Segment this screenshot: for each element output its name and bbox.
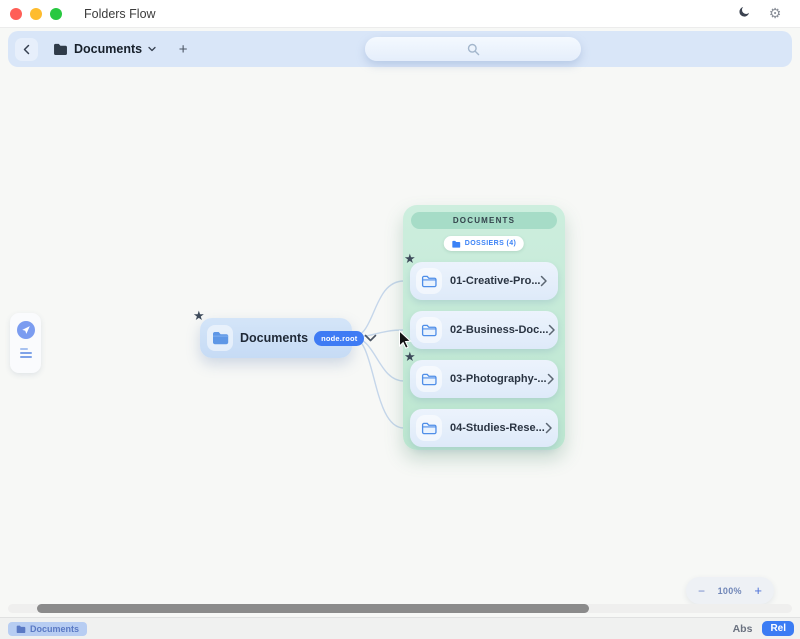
toolbar: Documents + <box>8 31 792 67</box>
folder-icon <box>16 625 26 633</box>
folder-icon <box>212 331 229 345</box>
folder-icon <box>421 373 437 386</box>
tab-label: Documents <box>30 624 80 634</box>
chevron-right-icon <box>545 422 553 434</box>
item-folder-chip <box>416 268 442 294</box>
chevron-right-icon <box>548 324 556 336</box>
item-folder-chip <box>416 415 442 441</box>
folder-icon <box>421 275 437 288</box>
zoom-out-button[interactable]: − <box>698 583 706 598</box>
item-folder-chip <box>416 366 442 392</box>
titlebar: Folders Flow ⚙ <box>0 0 800 28</box>
folder-icon <box>421 324 437 337</box>
folder-item-label: 03-Photography-... <box>450 373 547 385</box>
folder-icon <box>421 422 437 435</box>
breadcrumb-label: Documents <box>74 42 143 56</box>
navigate-button[interactable] <box>16 321 35 339</box>
node-folder-chip <box>207 325 233 351</box>
folder-item[interactable]: ★ 04-Studies-Rese... <box>410 409 558 447</box>
folder-icon <box>452 240 461 248</box>
list-view-button[interactable] <box>19 348 32 358</box>
documents-group-panel: DOCUMENTS DOSSIERS (4) ★ 01-Creative-Pro… <box>403 205 565 450</box>
traffic-lights <box>10 7 62 20</box>
tab-documents[interactable]: Documents <box>8 622 88 636</box>
close-button[interactable] <box>10 7 22 20</box>
folder-item[interactable]: ★ 02-Business-Doc... <box>410 311 558 349</box>
node-label: Documents <box>240 331 309 345</box>
rel-mode-button[interactable]: Rel <box>762 621 794 636</box>
star-icon: ★ <box>404 350 416 365</box>
star-icon: ★ <box>193 309 205 324</box>
window-title: Folders Flow <box>84 6 156 21</box>
abs-mode-button[interactable]: Abs <box>732 622 753 635</box>
horizontal-scrollbar-thumb[interactable] <box>37 604 589 613</box>
zoom-level: 100% <box>717 585 742 596</box>
gear-icon: ⚙ <box>768 6 782 22</box>
zoom-control: − 100% + <box>686 577 774 604</box>
star-icon: ★ <box>404 252 416 267</box>
back-button[interactable] <box>15 37 38 61</box>
horizontal-scrollbar-track[interactable] <box>8 604 792 613</box>
settings-button[interactable]: ⚙ <box>766 5 784 23</box>
root-node-documents[interactable]: ★ Documents node.root <box>193 310 377 358</box>
folder-item[interactable]: ★ 01-Creative-Pro... <box>404 253 558 300</box>
item-folder-chip <box>416 317 442 343</box>
folder-item-label: 02-Business-Doc... <box>450 324 549 336</box>
moon-icon <box>738 5 751 23</box>
collapse-chevron-icon[interactable] <box>364 334 377 342</box>
search-input[interactable] <box>365 37 581 61</box>
chevron-left-icon <box>22 44 32 55</box>
folder-icon <box>53 43 68 55</box>
zoom-in-button[interactable]: + <box>754 583 762 598</box>
chevron-right-icon <box>547 373 555 385</box>
breadcrumb[interactable]: Documents <box>53 42 156 56</box>
floating-tool-panel <box>10 313 41 373</box>
search-icon <box>467 43 480 56</box>
panel-title: DOCUMENTS <box>411 212 557 229</box>
chevron-down-icon <box>148 46 156 52</box>
minimize-button[interactable] <box>30 7 42 20</box>
dark-mode-toggle[interactable] <box>735 5 753 23</box>
node-type-badge: node.root <box>314 330 365 346</box>
folder-count-badge: DOSSIERS (4) <box>443 236 525 251</box>
folder-item-label: 04-Studies-Rese... <box>450 422 545 434</box>
bottombar: Documents Abs Rel <box>0 617 800 639</box>
chevron-right-icon <box>540 275 548 287</box>
folder-item[interactable]: ★ 03-Photography-... <box>404 351 558 398</box>
folder-item-label: 01-Creative-Pro... <box>450 275 541 287</box>
add-tab-button[interactable]: + <box>178 40 188 58</box>
maximize-button[interactable] <box>50 7 62 20</box>
folder-count-label: DOSSIERS (4) <box>464 240 517 247</box>
paper-plane-icon <box>21 325 31 335</box>
